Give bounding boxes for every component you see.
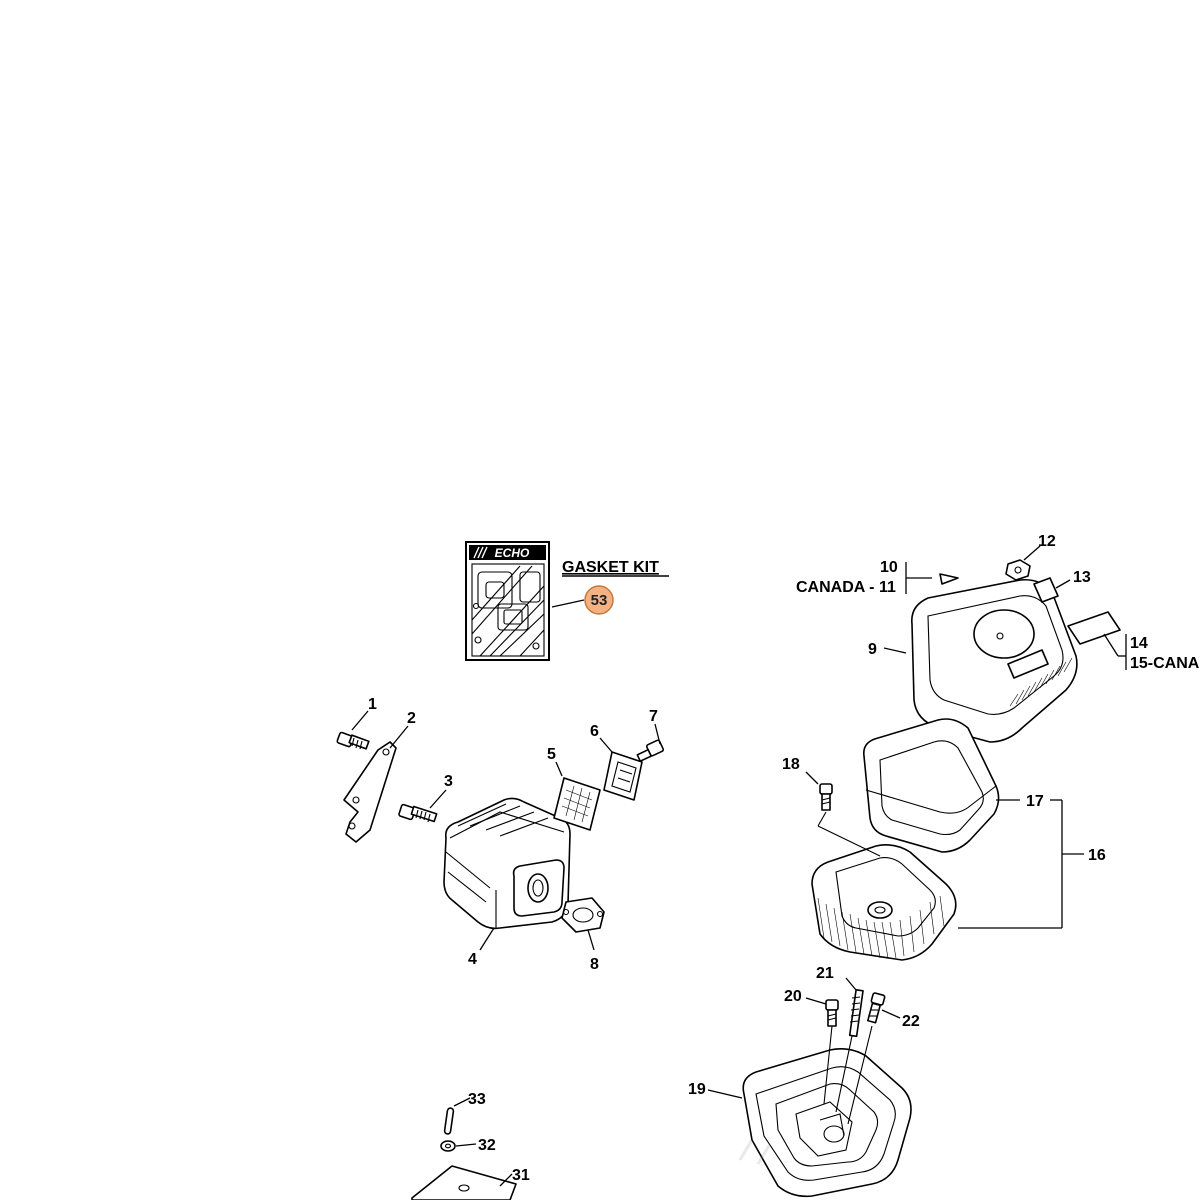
gasket-sheet-icon [471, 563, 545, 657]
assembly-line-21 [835, 1035, 853, 1113]
leader-2 [389, 725, 409, 749]
leader-22 [881, 1009, 901, 1019]
echo-logo-stripes [473, 546, 488, 559]
leader-21 [845, 977, 857, 991]
leader-4 [479, 927, 495, 951]
leader-1 [351, 710, 369, 731]
part-32-washer[interactable] [440, 1140, 456, 1152]
label-6: 6 [590, 723, 599, 740]
label-22: 22 [902, 1013, 920, 1030]
label-32: 32 [478, 1137, 496, 1154]
label-21: 21 [816, 965, 834, 982]
gasket-kit-callout-53[interactable]: 53 [584, 585, 614, 615]
label-14: 14 [1130, 635, 1148, 652]
leader-31 [499, 1173, 513, 1187]
part-5-spark-screen[interactable] [553, 777, 601, 831]
part-20-bolt[interactable] [825, 999, 839, 1027]
assembly-line-18b [817, 825, 881, 857]
leader-6 [599, 737, 613, 753]
part-4-muffler[interactable] [443, 797, 571, 930]
label-8: 8 [590, 956, 599, 973]
gasket-kit-callout-leader [551, 599, 585, 608]
label-18: 18 [782, 756, 800, 773]
label-13: 13 [1073, 569, 1091, 586]
leader-7 [654, 723, 661, 745]
watermark-fragment [738, 1139, 772, 1165]
leader-18 [805, 771, 819, 785]
label-9: 9 [868, 641, 877, 658]
part-2-bracket[interactable] [343, 741, 397, 843]
leader-5 [555, 761, 563, 777]
part-10-triangle-decal[interactable] [939, 573, 959, 585]
label-15: 15-CANADA [1130, 655, 1200, 672]
assembly-line-20 [823, 1025, 833, 1105]
part-31-block[interactable] [411, 1165, 517, 1200]
part-6-plate[interactable] [603, 751, 643, 801]
label-10: 10 [880, 559, 898, 576]
part-33-pin[interactable] [443, 1107, 455, 1135]
label-7: 7 [649, 708, 658, 725]
label-31: 31 [512, 1167, 530, 1184]
leader-12 [1023, 545, 1041, 561]
part-7-screw[interactable] [636, 739, 665, 762]
label-11: CANADA - 11 [796, 579, 896, 596]
callout-badge-circle [584, 585, 614, 615]
callout-badge-number: 53 [591, 592, 608, 609]
part-8-gasket[interactable] [561, 897, 605, 933]
part-17-pre-filter[interactable] [862, 718, 1000, 853]
assembly-line-18a [817, 811, 827, 827]
assembly-line-22 [847, 1025, 873, 1125]
label-20: 20 [784, 988, 802, 1005]
leader-3 [429, 789, 447, 809]
part-14-label-plate[interactable] [1067, 611, 1121, 645]
echo-logo-text: ECHO [495, 546, 530, 560]
label-5: 5 [547, 746, 556, 763]
leader-13 [1055, 579, 1071, 589]
part-21-stud[interactable] [848, 988, 864, 1038]
leader-9 [883, 647, 907, 654]
leader-8 [587, 929, 595, 951]
label-3: 3 [444, 773, 453, 790]
part-19-air-cleaner-base[interactable] [742, 1048, 912, 1198]
leader-14-15 [1103, 633, 1119, 657]
leader-32 [455, 1143, 477, 1147]
label-2: 2 [407, 710, 416, 727]
label-33: 33 [468, 1091, 486, 1108]
leader-19 [707, 1089, 743, 1099]
label-16: 16 [1088, 847, 1106, 864]
label-19: 19 [688, 1081, 706, 1098]
echo-logo [469, 545, 546, 560]
leader-20 [805, 997, 827, 1005]
part-22-bolt[interactable] [867, 992, 886, 1024]
part-3-bolt[interactable] [398, 803, 438, 823]
leader-33 [453, 1097, 471, 1107]
part-12-knob[interactable] [1005, 559, 1031, 581]
part-1-bolt[interactable] [336, 731, 370, 750]
part-13-decal[interactable] [1033, 577, 1059, 603]
label-1: 1 [368, 696, 377, 713]
part-9-air-cleaner-cover[interactable] [911, 578, 1078, 743]
label-12: 12 [1038, 533, 1056, 550]
gasket-kit-title: GASKET KIT [562, 559, 659, 576]
label-4: 4 [468, 951, 477, 968]
gasket-kit-card-icon[interactable]: ECHO [465, 541, 550, 661]
part-18-bolt[interactable] [819, 783, 833, 811]
part-16-filter-element[interactable] [811, 844, 957, 961]
label-17: 17 [1026, 793, 1044, 810]
